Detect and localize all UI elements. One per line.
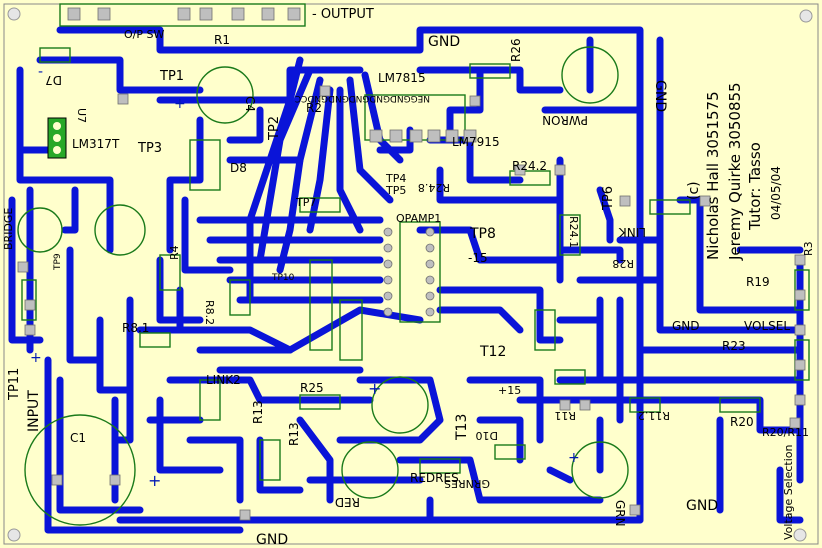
lm317t-package	[47, 117, 67, 159]
label-tp7: TP7	[295, 196, 316, 209]
credit-author-2: Jeremy Quirke 3050855	[726, 82, 744, 261]
label-plus-grn: +	[568, 450, 580, 466]
label-grnres: GRNRES	[444, 477, 490, 490]
label-r19: R19	[746, 275, 770, 289]
label-output: - OUTPUT	[312, 7, 374, 22]
label-r2: R2	[306, 101, 322, 115]
label-plus-input: +	[30, 350, 42, 366]
label-r23: R23	[722, 339, 746, 353]
label-r24-2: R24.2	[512, 159, 547, 173]
label-r24-8: R24.8	[418, 181, 450, 194]
label-gnd-top: GND	[428, 34, 460, 50]
label-plus-c4: +	[174, 96, 186, 112]
label-tp4: TP4	[385, 172, 406, 185]
credit-tutor: Tutor: Tasso	[746, 142, 764, 231]
label-r24-1: R24.1	[567, 216, 580, 248]
credit-copyright: (c)	[686, 181, 702, 200]
label-t13: T13	[454, 414, 470, 441]
credit-author-1: Nicholas Hall 3051575	[704, 91, 722, 260]
label-grn: GRN	[613, 500, 627, 527]
label-tp3: TP3	[137, 141, 162, 156]
label-gnd-bottom-mid: GND	[256, 532, 288, 548]
label-c1: C1	[70, 431, 86, 445]
label-redres: REDRES	[410, 471, 459, 485]
silkscreen	[17, 3, 810, 526]
mounting-holes	[7, 7, 813, 542]
label-r13: R13	[251, 400, 265, 424]
credits-block: (c) Nicholas Hall 3051575 Jeremy Quirke …	[686, 82, 783, 261]
label-gnd-right: GND	[652, 80, 668, 112]
label-tp6: TP6	[601, 186, 616, 211]
pcb-labels: - OUTPUT O/P SW GND R26 LM7815 LM7915 NE…	[2, 7, 815, 548]
label-t12: T12	[479, 344, 506, 360]
label-input: INPUT	[26, 390, 42, 432]
label-r11-2: R11.2	[638, 409, 670, 422]
label-tp2: TP2	[267, 116, 282, 141]
component-pads	[17, 7, 806, 521]
label-r8-2: R8.2	[203, 300, 216, 325]
label-r25: R25	[300, 381, 324, 395]
label-tp11: TP11	[7, 368, 22, 401]
label-tp9: TP9	[53, 253, 63, 271]
label-r3: R3	[802, 241, 815, 256]
label-d7: D7	[45, 73, 62, 87]
label-d8: D8	[230, 161, 247, 175]
label-tp8: TP8	[469, 226, 496, 242]
label-minus-d7: -	[38, 64, 43, 80]
label-plus-c8: +	[368, 379, 381, 398]
board-outline	[3, 3, 819, 545]
label-r20: R20	[730, 415, 754, 429]
label-neg-pads: NEGGNDGNDGNDGNDGNDCC	[295, 93, 430, 103]
label-voltage-selection: Voltage Selection	[782, 445, 795, 540]
label-lm317t: LM317T	[72, 137, 120, 151]
label-u7: U7	[75, 108, 88, 123]
label-link2: LINK2	[206, 373, 241, 387]
label-r1: R1	[214, 33, 230, 47]
copper-traces	[8, 26, 804, 534]
label-plus15: +15	[498, 384, 521, 397]
label-gnd-bottom-right: GND	[686, 498, 718, 514]
label-red: RED	[335, 495, 360, 509]
label-r8-1: R8.1	[122, 321, 149, 335]
label-gnd-mid-right: GND	[672, 319, 700, 333]
credit-date: 04/05/04	[769, 166, 783, 220]
label-volsel: VOLSEL	[744, 319, 790, 333]
label-opamp: OPAMP1	[396, 212, 441, 225]
label-r4: R4	[168, 245, 181, 260]
label-c4: C4	[243, 96, 257, 112]
label-lm7815: LM7815	[378, 71, 426, 85]
label-d10: D10	[476, 429, 498, 442]
label-tp5: TP5	[385, 184, 406, 197]
label-r11: R11	[554, 409, 576, 422]
label-tp1: TP1	[159, 69, 184, 84]
label-plus-c1: +	[148, 471, 161, 490]
label-minus15: -15	[468, 251, 488, 265]
label-r13b: R13	[287, 422, 301, 446]
label-bridge: BRIDGE	[2, 208, 15, 250]
label-pwron: PWRON	[542, 113, 588, 127]
label-lm7915: LM7915	[452, 135, 500, 149]
label-r20-r11: R20/R11	[762, 426, 809, 439]
label-r28: R28	[612, 257, 634, 270]
label-op-sw: O/P SW	[124, 28, 164, 41]
label-r26: R26	[509, 38, 523, 62]
label-tp10: TP10	[271, 273, 295, 283]
label-link: LINK	[618, 225, 646, 239]
